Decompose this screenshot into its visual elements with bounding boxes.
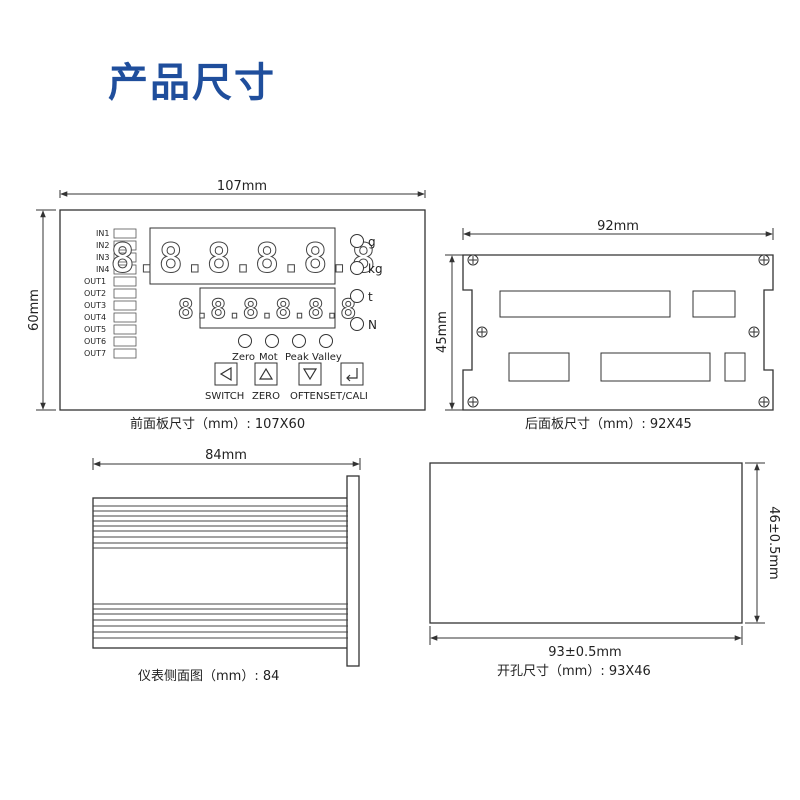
terminal-block <box>499 290 671 318</box>
side-ribs <box>93 505 348 639</box>
unit-label: N <box>368 318 377 332</box>
rear-height-label: 45mm <box>435 311 450 353</box>
io-indicator-column: IN1 IN2 IN3 IN4 OUT1 OUT2 OUT3 OUT4 OUT5… <box>84 228 137 359</box>
led-box <box>113 240 137 251</box>
led-box <box>113 312 137 323</box>
led-box <box>113 228 137 239</box>
side-width-label: 84mm <box>205 448 247 463</box>
status-label: Valley <box>312 352 342 363</box>
screw-icon <box>758 396 770 408</box>
front-width-label: 107mm <box>217 179 267 194</box>
unit-indicator-led <box>350 289 364 303</box>
unit-label: kg <box>368 262 383 276</box>
status-indicator-led <box>265 334 279 348</box>
side-view-caption: 仪表侧面图（mm）: 84 <box>138 669 279 684</box>
screw-icon <box>758 254 770 266</box>
enter-return-icon <box>346 368 358 382</box>
terminal-block <box>600 352 711 382</box>
input-label: IN2 <box>96 241 109 250</box>
status-label: Mot <box>259 352 278 363</box>
page-title: 产品尺寸 <box>108 60 276 106</box>
side-view: 84mm 仪表侧面图（mm）: 84 <box>92 448 361 684</box>
key-switch[interactable] <box>214 362 238 386</box>
key-label-zero: ZERO <box>252 391 280 402</box>
terminal-block <box>508 352 570 382</box>
front-panel-caption: 前面板尺寸（mm）: 107X60 <box>130 416 305 432</box>
cutout-width-label: 93±0.5mm <box>548 645 621 660</box>
unit-label: t <box>368 290 373 304</box>
output-label: OUT6 <box>84 337 106 346</box>
rear-panel-view: 92mm 45mm 后面板尺寸（mm）: 92X45 <box>435 219 774 432</box>
input-label: IN1 <box>96 229 109 238</box>
unit-indicator-led <box>350 234 364 248</box>
side-body-outline <box>92 497 349 649</box>
status-label: Peak <box>285 352 309 363</box>
down-triangle-icon <box>302 368 318 381</box>
status-indicator-led <box>292 334 306 348</box>
input-label: IN3 <box>96 253 109 262</box>
led-box <box>113 252 137 263</box>
key-label-oftenset-cali: OFTENSET/CALI <box>290 391 368 402</box>
terminal-block <box>724 352 746 382</box>
cutout-view: 93±0.5mm 46±0.5mm 开孔尺寸（mm）: 93X46 <box>429 462 781 679</box>
status-label: Zero <box>232 352 255 363</box>
key-enter[interactable] <box>340 362 364 386</box>
side-front-bezel <box>346 475 360 667</box>
cutout-caption: 开孔尺寸（mm）: 93X46 <box>497 664 651 679</box>
screw-icon <box>476 326 488 338</box>
main-display <box>149 227 336 285</box>
output-label: OUT5 <box>84 325 106 334</box>
status-indicator-led <box>319 334 333 348</box>
unit-label: g <box>368 235 376 249</box>
output-label: OUT4 <box>84 313 106 322</box>
key-label-switch: SWITCH <box>205 391 244 402</box>
sub-display <box>199 287 336 329</box>
rear-width-label: 92mm <box>597 219 639 234</box>
led-box <box>113 288 137 299</box>
screw-icon <box>467 396 479 408</box>
cutout-outline <box>429 462 743 624</box>
terminal-block <box>692 290 736 318</box>
unit-indicator-led <box>350 317 364 331</box>
sub-display-digits: 8.8.8.8.8.8 <box>178 294 357 325</box>
cutout-height-label: 46±0.5mm <box>766 506 781 579</box>
led-box <box>113 336 137 347</box>
left-triangle-icon <box>219 366 232 382</box>
led-box <box>113 264 137 275</box>
rear-panel-caption: 后面板尺寸（mm）: 92X45 <box>525 417 692 432</box>
output-label: OUT3 <box>84 301 106 310</box>
led-box <box>113 348 137 359</box>
front-panel-view: 107mm 60mm IN1 IN2 IN3 IN4 OUT1 OUT2 OUT… <box>27 179 426 432</box>
main-display-digits: 8.8.8.8.8.8 <box>111 236 376 282</box>
output-label: OUT1 <box>84 277 106 286</box>
key-zero[interactable] <box>254 362 278 386</box>
up-triangle-icon <box>258 367 274 380</box>
led-box <box>113 324 137 335</box>
screw-icon <box>748 326 760 338</box>
unit-indicator-led <box>350 261 364 275</box>
led-box <box>113 300 137 311</box>
output-label: OUT2 <box>84 289 106 298</box>
led-box <box>113 276 137 287</box>
screw-icon <box>467 254 479 266</box>
rear-panel-outline <box>462 254 774 411</box>
input-label: IN4 <box>96 265 109 274</box>
output-label: OUT7 <box>84 349 106 358</box>
key-oftenset-cali[interactable] <box>298 362 322 386</box>
status-indicator-led <box>238 334 252 348</box>
front-height-label: 60mm <box>27 289 42 331</box>
